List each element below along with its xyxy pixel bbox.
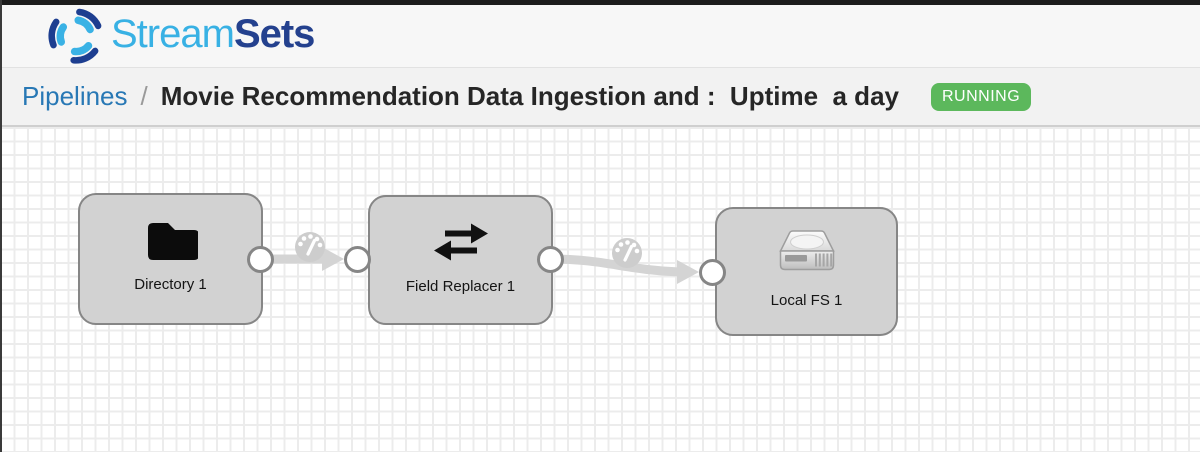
stage-local-fs[interactable]: Local FS 1 [715, 207, 898, 336]
stage-directory[interactable]: Directory 1 [78, 193, 263, 325]
brand-text-secondary: Sets [233, 12, 315, 56]
app-header: StreamSets [0, 5, 1200, 68]
output-port-field-replacer[interactable] [536, 245, 564, 273]
breadcrumb-separator: / [140, 81, 148, 111]
breadcrumb: Pipelines / Movie Recommendation Data In… [0, 68, 1200, 127]
window-top-edge [0, 0, 1200, 5]
window-left-edge [0, 0, 2, 452]
status-badge: RUNNING [930, 82, 1032, 111]
output-port-directory[interactable] [246, 245, 274, 273]
streamsets-swirl-icon [48, 8, 102, 64]
swap-arrows-icon [431, 218, 491, 266]
input-port-local-fs[interactable] [698, 258, 726, 286]
stage-field-replacer[interactable]: Field Replacer 1 [368, 195, 553, 325]
folder-icon [144, 216, 198, 264]
streamsets-logo[interactable]: StreamSets [48, 8, 315, 64]
stage-label: Directory 1 [134, 276, 207, 293]
hard-drive-icon [775, 226, 839, 280]
input-port-field-replacer[interactable] [343, 245, 371, 273]
brand-wordmark: StreamSets [111, 12, 315, 58]
stage-label: Field Replacer 1 [405, 278, 516, 295]
brand-text-primary: Stream [111, 12, 235, 56]
pipeline-canvas[interactable] [0, 127, 1200, 452]
pipeline-title: Movie Recommendation Data Ingestion and … [160, 81, 899, 111]
stage-label: Local FS 1 [770, 292, 843, 309]
breadcrumb-link-pipelines[interactable]: Pipelines [22, 81, 128, 111]
